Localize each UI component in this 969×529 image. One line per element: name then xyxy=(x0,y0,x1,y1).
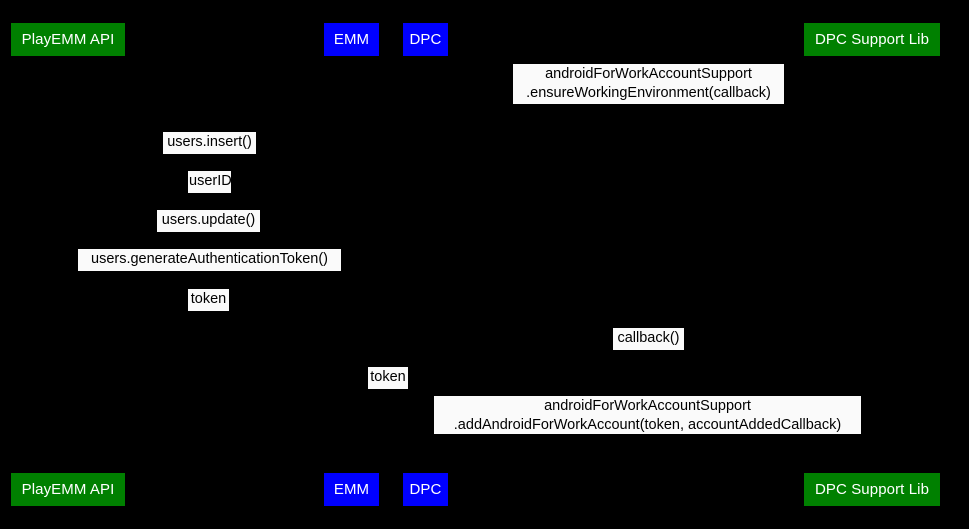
participant-dpc-bottom[interactable]: DPC xyxy=(403,473,448,506)
participant-playemm-api-bottom[interactable]: PlayEMM API xyxy=(11,473,125,506)
participant-dpc-support-lib-top[interactable]: DPC Support Lib xyxy=(804,23,940,56)
message-label-token-to-dpc: token xyxy=(368,367,408,389)
message-label-ensure-working-environment: androidForWorkAccountSupport .ensureWork… xyxy=(513,64,784,104)
participant-label: EMM xyxy=(333,31,370,48)
lifeline-dpc-support-lib xyxy=(872,56,873,473)
participant-label: DPC xyxy=(409,31,442,48)
lifeline-emm xyxy=(352,56,353,473)
lifeline-dpc xyxy=(426,56,427,473)
participant-label: DPC xyxy=(409,481,442,498)
participant-label: EMM xyxy=(333,481,370,498)
participant-dpc-support-lib-bottom[interactable]: DPC Support Lib xyxy=(804,473,940,506)
message-label-add-android-for-work-account: androidForWorkAccountSupport .addAndroid… xyxy=(434,396,861,434)
participant-label: DPC Support Lib xyxy=(814,481,930,498)
lifeline-playemm-api xyxy=(68,56,69,473)
participant-label: PlayEMM API xyxy=(21,481,115,498)
message-label-user-id: userID xyxy=(188,171,232,193)
participant-dpc-top[interactable]: DPC xyxy=(403,23,448,56)
message-label-users-update: users.update() xyxy=(157,210,260,232)
message-label-generate-authentication-token: users.generateAuthenticationToken() xyxy=(78,249,341,271)
message-label-callback: callback() xyxy=(613,328,684,350)
participant-emm-top[interactable]: EMM xyxy=(324,23,379,56)
participant-label: PlayEMM API xyxy=(21,31,115,48)
participant-emm-bottom[interactable]: EMM xyxy=(324,473,379,506)
message-label-users-insert: users.insert() xyxy=(163,132,256,154)
message-label-token-to-emm: token xyxy=(188,289,229,311)
participant-playemm-api-top[interactable]: PlayEMM API xyxy=(11,23,125,56)
participant-label: DPC Support Lib xyxy=(814,31,930,48)
